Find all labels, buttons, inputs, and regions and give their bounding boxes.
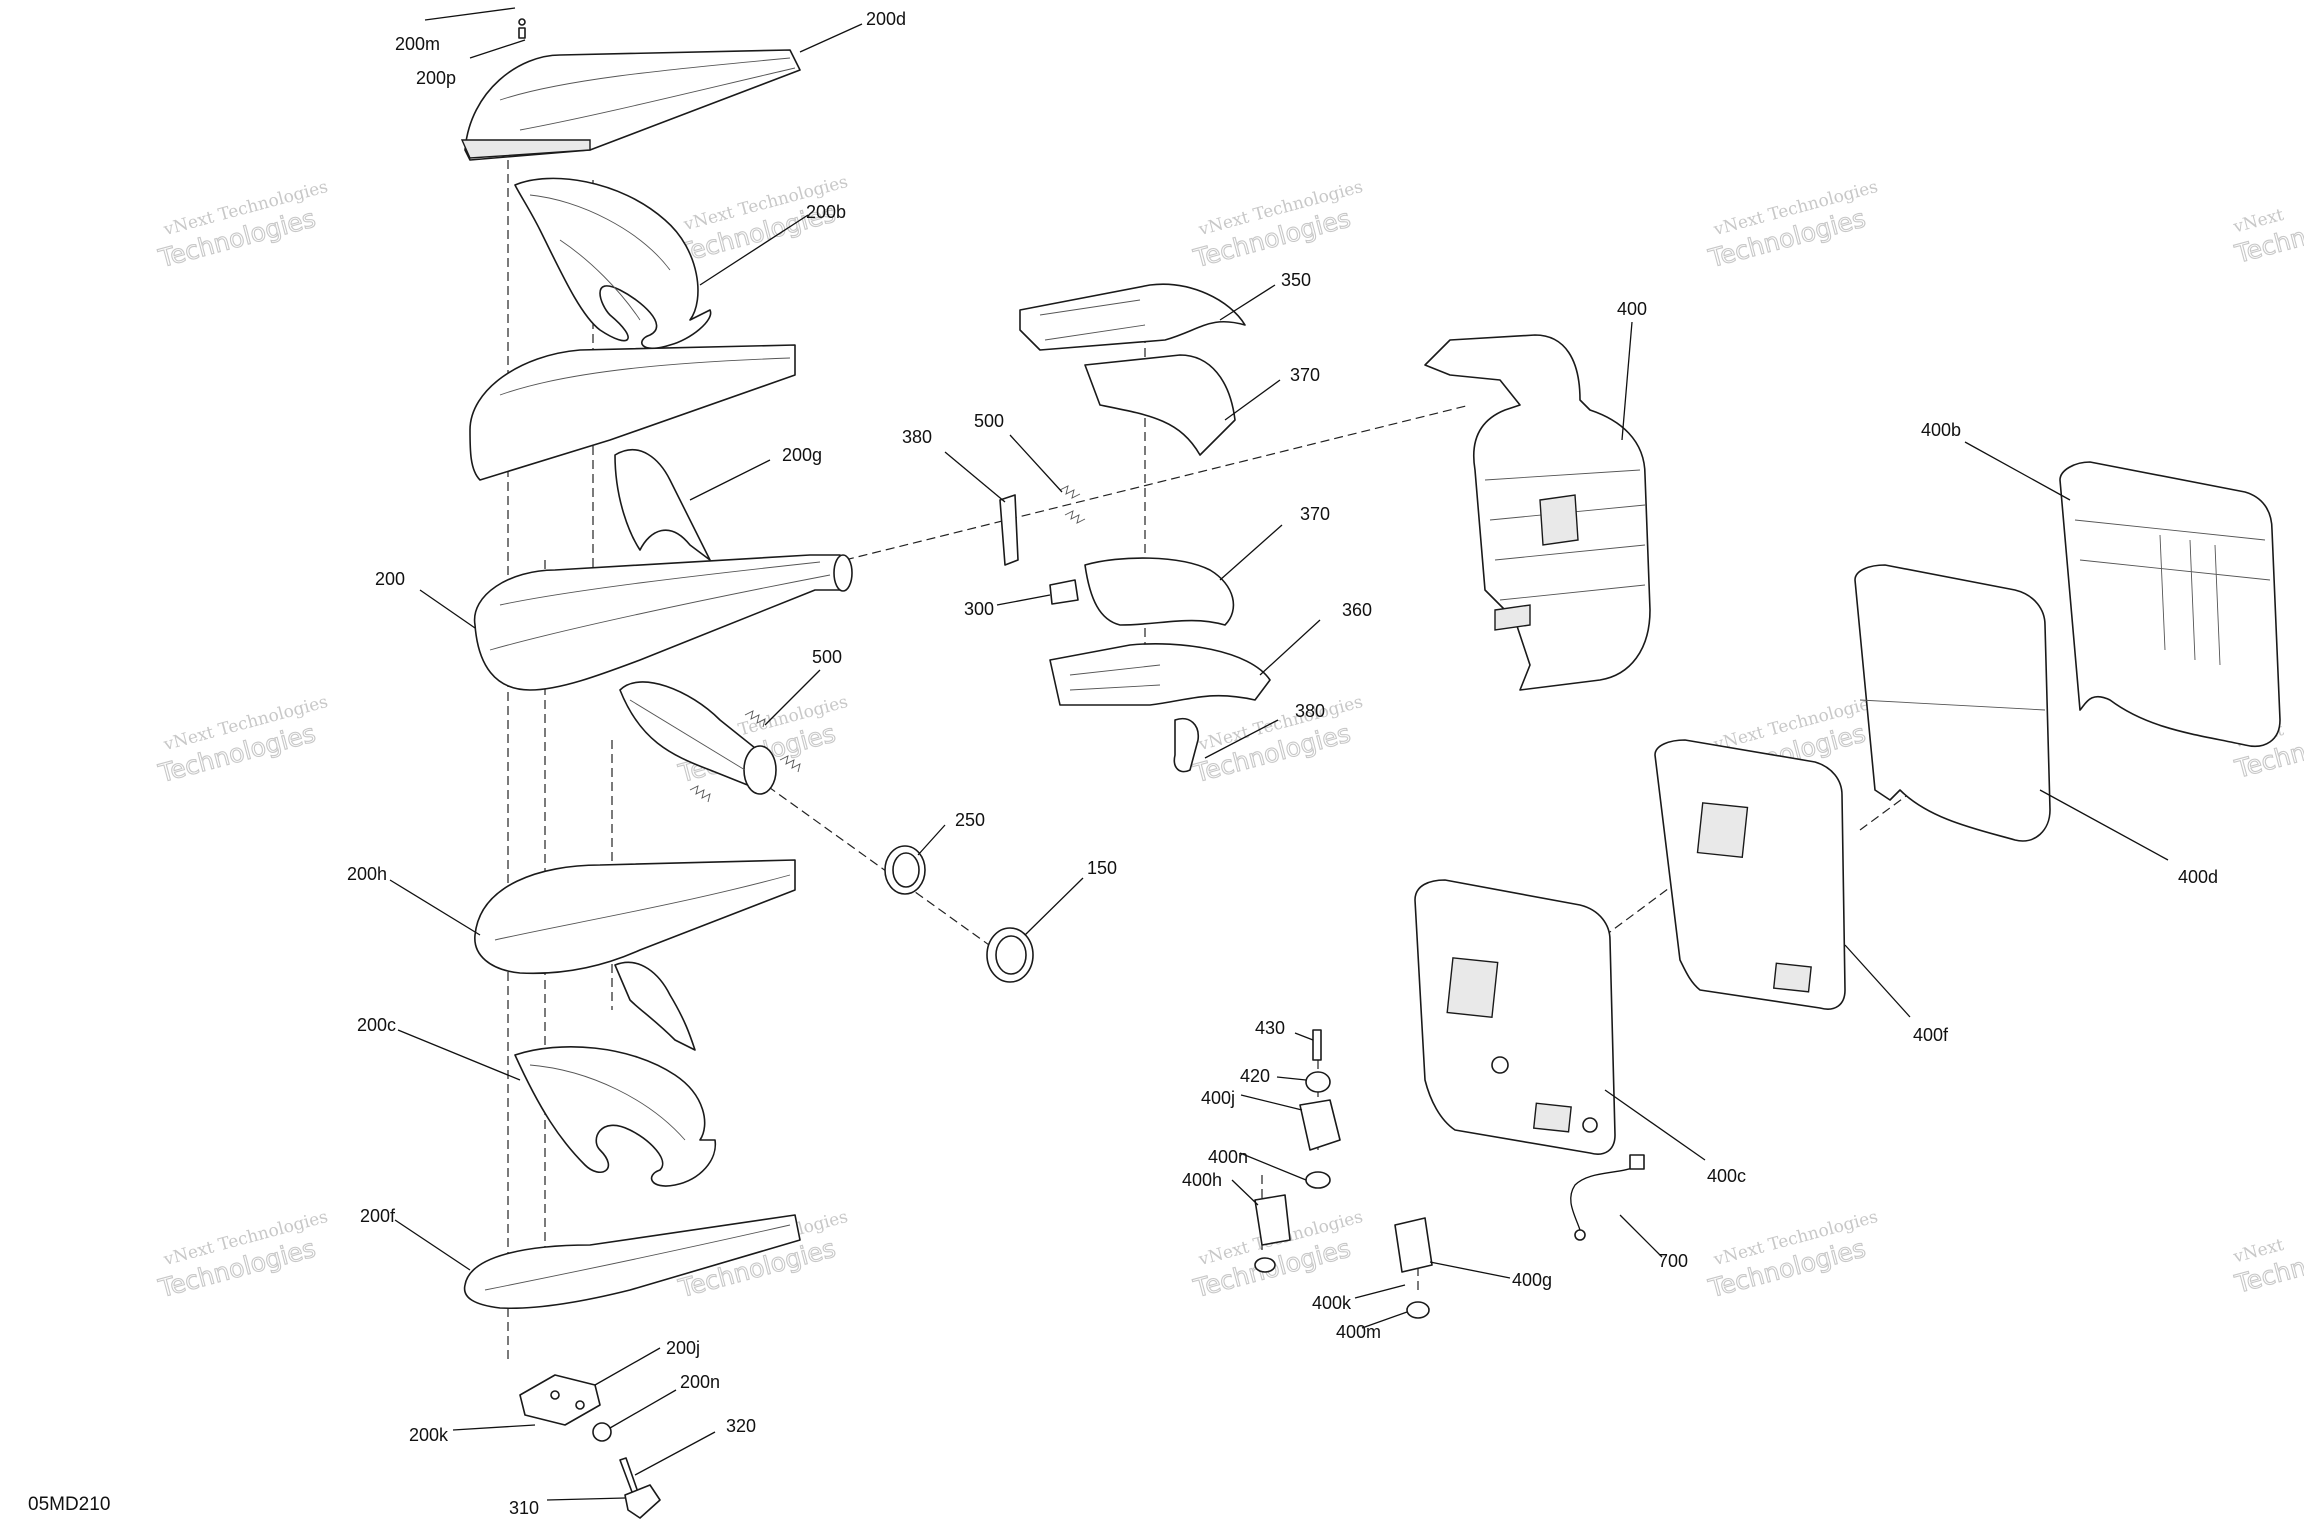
callout-400d: 400d — [2178, 867, 2218, 887]
part-400b-shell — [2059, 461, 2281, 747]
callouts: 200m 200p 200d 200b 200g 200 500 200h 25… — [347, 9, 2218, 1518]
callout-200b: 200b — [806, 202, 846, 222]
part-400k-washer — [1254, 1257, 1276, 1273]
callout-350: 350 — [1281, 270, 1311, 290]
callout-400n: 400n — [1208, 1147, 1248, 1167]
part-400m-grommet — [1406, 1301, 1430, 1319]
callout-200m: 200m — [395, 34, 440, 54]
callout-700: 700 — [1658, 1251, 1688, 1271]
part-400c-shell — [1414, 879, 1616, 1155]
assembly-axis — [844, 404, 1471, 561]
watermark: vNext Technologies Technologies — [154, 177, 330, 274]
watermark: vNext Technologies Technologies — [1704, 1207, 1880, 1304]
part-200g-shield — [469, 344, 796, 561]
assembly-axis — [744, 769, 1011, 961]
part-310-bracket — [624, 1484, 661, 1519]
watermark: vNext Technologies Technologies — [154, 1207, 330, 1304]
part-400j-bracket — [1299, 1099, 1341, 1151]
callout-370: 370 — [1290, 365, 1320, 385]
callout-200j: 200j — [666, 1338, 700, 1358]
callout-320: 320 — [726, 1416, 756, 1436]
callout-200g: 200g — [782, 445, 822, 465]
callout-400j: 400j — [1201, 1088, 1235, 1108]
drawing-code: 05MD210 — [28, 1494, 110, 1515]
part-150-ring — [986, 927, 1034, 983]
callout-400f: 400f — [1913, 1025, 1949, 1045]
callout-200c: 200c — [357, 1015, 396, 1035]
part-370-shield-upper — [1084, 354, 1236, 456]
callout-200k: 200k — [409, 1425, 449, 1445]
callout-250: 250 — [955, 810, 985, 830]
part-400h-bracket — [1254, 1194, 1291, 1246]
callout-400m: 400m — [1336, 1322, 1381, 1342]
callout-430: 430 — [1255, 1018, 1285, 1038]
part-200d-heat-shield — [460, 18, 801, 161]
part-500-springs — [689, 710, 801, 803]
part-360-pipe-shield — [1049, 642, 1271, 706]
part-200-exhaust-pipe — [473, 554, 853, 795]
part-400n-grommet — [1305, 1171, 1331, 1189]
part-200j-bracket — [519, 1374, 601, 1426]
callout-400c: 400c — [1707, 1166, 1746, 1186]
leader-lines — [389, 7, 2169, 1501]
part-200n-grommet — [592, 1422, 612, 1442]
part-250-gasket — [884, 845, 926, 895]
callout-200d: 200d — [866, 9, 906, 29]
callout-400: 400 — [1617, 299, 1647, 319]
part-300-gasket — [1049, 579, 1079, 605]
part-430-bolt — [1312, 1029, 1322, 1061]
part-400-muffler — [1424, 334, 1651, 691]
callout-500: 500 — [812, 647, 842, 667]
callout-150: 150 — [1087, 858, 1117, 878]
part-200f-lower-shield — [463, 1214, 801, 1310]
part-400g-bracket — [1394, 1217, 1433, 1273]
callout-310: 310 — [509, 1498, 539, 1518]
callout-380: 380 — [902, 427, 932, 447]
part-400d-shell — [1854, 564, 2051, 842]
mount-hardware — [1254, 1029, 1433, 1319]
part-350-shield — [1019, 283, 1246, 351]
callout-400k: 400k — [1312, 1293, 1352, 1313]
callout-200p: 200p — [416, 68, 456, 88]
callout-370-lower: 370 — [1300, 504, 1330, 524]
callout-200n: 200n — [680, 1372, 720, 1392]
part-370-shield-lower — [1084, 557, 1235, 626]
callout-400b: 400b — [1921, 420, 1961, 440]
part-420-bushing — [1305, 1071, 1331, 1093]
callout-500-mid: 500 — [974, 411, 1004, 431]
watermark: vNext Technologies Technologies — [1189, 177, 1365, 274]
callout-200: 200 — [375, 569, 405, 589]
callout-400g: 400g — [1512, 1270, 1552, 1290]
watermark: vNext Technologies Technologies — [1189, 692, 1365, 789]
part-200c-inner-shield — [514, 1046, 717, 1187]
callout-400h: 400h — [1182, 1170, 1222, 1190]
watermark: vNext Technologies Technologies — [154, 692, 330, 789]
callout-360: 360 — [1342, 600, 1372, 620]
part-380-clamp-lower — [1173, 718, 1200, 773]
part-400f-shell — [1654, 739, 1846, 1010]
part-200h-shield — [474, 859, 796, 1051]
callout-300: 300 — [964, 599, 994, 619]
callout-200f: 200f — [360, 1206, 396, 1226]
part-380-clamp-upper — [999, 494, 1019, 566]
part-500-springs-mid — [1059, 485, 1086, 524]
watermark: vNext Technologies Technologies — [1704, 177, 1880, 274]
watermark: vNext Technologies — [2230, 1229, 2304, 1300]
callout-200h: 200h — [347, 864, 387, 884]
watermark: vNext Technologies — [2230, 199, 2304, 270]
callout-380-lower: 380 — [1295, 701, 1325, 721]
part-700-sensor — [1570, 1154, 1645, 1241]
callout-420: 420 — [1240, 1066, 1270, 1086]
part-200b-inner-shield — [514, 177, 712, 350]
